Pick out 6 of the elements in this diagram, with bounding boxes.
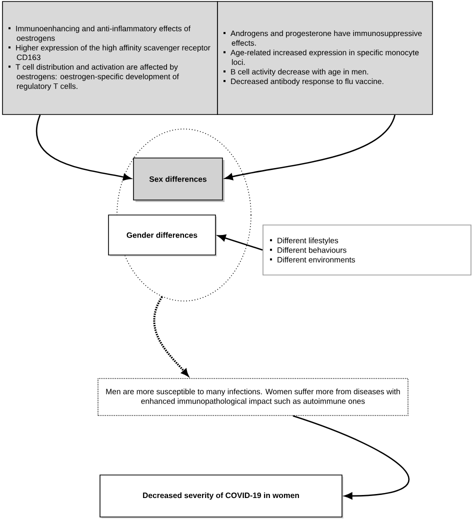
arrow (36, 114, 132, 181)
arrow (292, 415, 410, 500)
dotted-circle (116, 128, 252, 302)
arrow (218, 234, 263, 251)
arrow (224, 114, 396, 180)
arrow (153, 296, 188, 376)
